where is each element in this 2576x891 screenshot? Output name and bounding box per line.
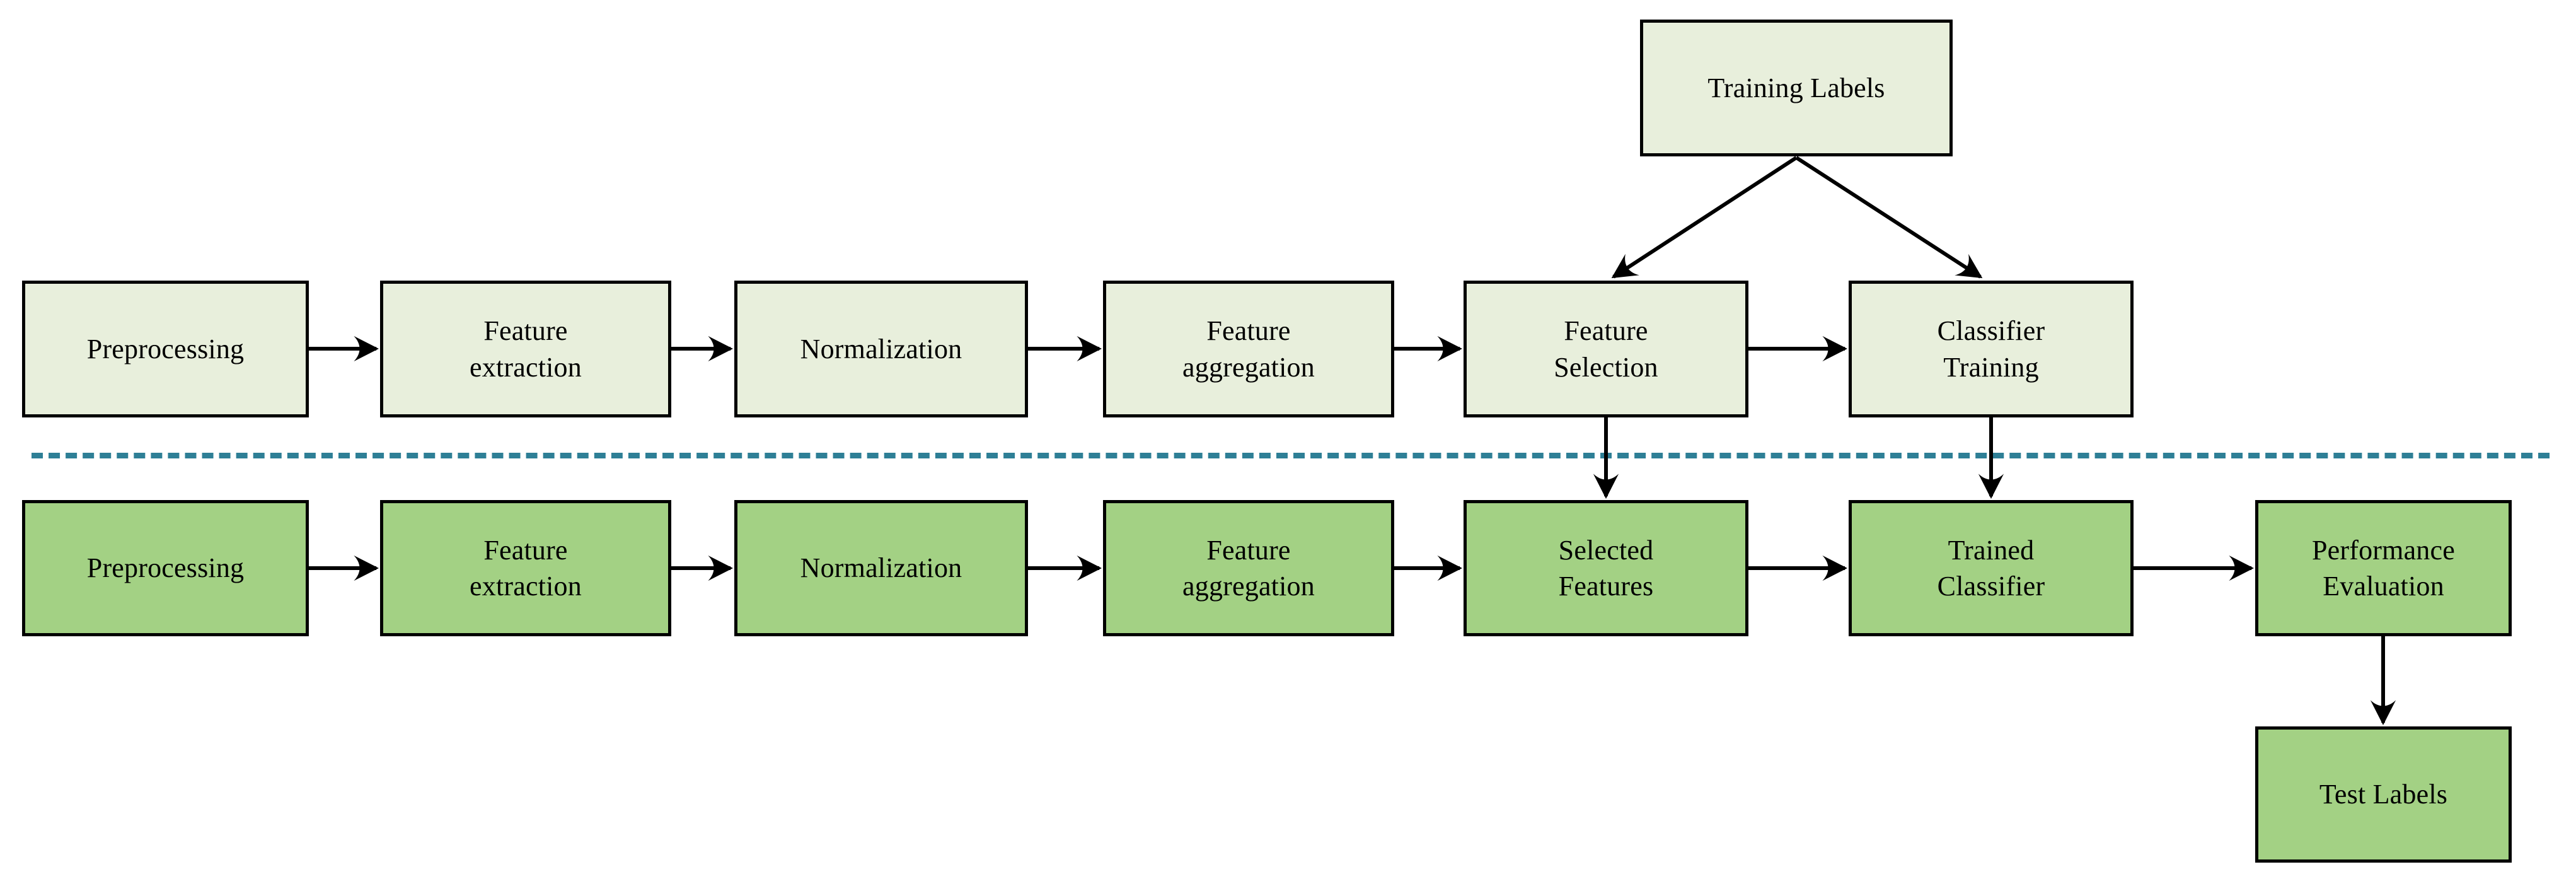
node-test-labels[interactable]: Test Labels (2255, 726, 2512, 863)
node-label: Preprocessing (86, 333, 245, 364)
node-label: Feature extraction (470, 534, 582, 602)
node-trained-classifier[interactable]: Trained Classifier (1849, 500, 2134, 636)
node-classifier-training[interactable]: Classifier Training (1849, 281, 2134, 417)
node-label: Preprocessing (86, 552, 245, 584)
node-label: Test Labels (2319, 779, 2448, 810)
node-label: Classifier Training (1937, 315, 2045, 383)
node-label: Normalization (800, 552, 962, 584)
node-label: Normalization (800, 333, 962, 364)
node-label: Trained Classifier (1937, 534, 2045, 602)
node-normalization-top[interactable]: Normalization (734, 281, 1028, 417)
node-label: Performance Evaluation (2312, 534, 2455, 602)
node-feature-extraction-top[interactable]: Feature extraction (380, 281, 671, 417)
node-label: Feature aggregation (1182, 534, 1315, 602)
node-selected-features[interactable]: Selected Features (1464, 500, 1748, 636)
node-feature-extraction-bottom[interactable]: Feature extraction (380, 500, 671, 636)
edge-training-labels-to-classifier-training (1795, 156, 1983, 279)
node-preprocessing-bottom[interactable]: Preprocessing (22, 500, 309, 636)
node-normalization-bottom[interactable]: Normalization (734, 500, 1028, 636)
node-preprocessing-top[interactable]: Preprocessing (22, 281, 309, 417)
node-label: Training Labels (1707, 72, 1885, 103)
phase-divider (32, 453, 2550, 458)
node-feature-aggregation-bottom[interactable]: Feature aggregation (1103, 500, 1394, 636)
node-label: Feature aggregation (1182, 315, 1315, 383)
node-training-labels[interactable]: Training Labels (1640, 20, 1953, 156)
node-feature-aggregation-top[interactable]: Feature aggregation (1103, 281, 1394, 417)
node-label: Feature extraction (470, 315, 582, 383)
node-performance-evaluation[interactable]: Performance Evaluation (2255, 500, 2512, 636)
node-feature-selection[interactable]: Feature Selection (1464, 281, 1748, 417)
edge-training-labels-to-feature-selection (1611, 156, 1798, 279)
node-label: Feature Selection (1554, 315, 1658, 383)
node-label: Selected Features (1558, 534, 1654, 602)
